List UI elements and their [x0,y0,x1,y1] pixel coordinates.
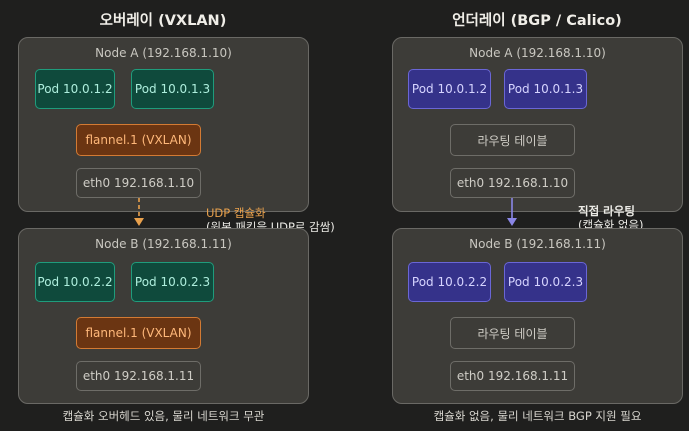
overlay-node-a-label: Node A (192.168.1.10) [95,46,232,60]
overlay-node-b-flannel: flannel.1 (VXLAN) [76,317,201,349]
underlay-direct-route-arrow [507,198,517,226]
underlay-arrow-note-1: 직접 라우팅 [578,204,635,218]
overlay-node-b-eth0: eth0 192.168.1.11 [76,361,201,391]
underlay-node-a-pod-1: Pod 10.0.1.2 [408,69,491,109]
underlay-node-b-routing-table: 라우팅 테이블 [450,317,575,349]
underlay-node-b-pod-2: Pod 10.0.2.3 [504,262,587,302]
underlay-node-b-label: Node B (192.168.1.11) [469,237,606,251]
overlay-udp-arrow [134,198,144,226]
underlay-node-b-pod-1: Pod 10.0.2.2 [408,262,491,302]
overlay-node-a-pod-1: Pod 10.0.1.2 [35,69,115,109]
overlay-arrow-note-1: UDP 캡슐화 [206,206,266,220]
overlay-node-b-label: Node B (192.168.1.11) [95,237,232,251]
overlay-footer: 캡슐화 오버헤드 있음, 물리 네트워크 무관 [62,409,265,423]
overlay-node-a-flannel: flannel.1 (VXLAN) [76,124,201,156]
overlay-title: 오버레이 (VXLAN) [99,13,227,29]
overlay-node-a-eth0: eth0 192.168.1.10 [76,168,201,198]
underlay-node-b-eth0: eth0 192.168.1.11 [450,361,575,391]
underlay-node-a-routing-table: 라우팅 테이블 [450,124,575,156]
underlay-node-a-eth0: eth0 192.168.1.10 [450,168,575,198]
underlay-footer: 캡슐화 없음, 물리 네트워크 BGP 지원 필요 [433,409,642,423]
underlay-title: 언더레이 (BGP / Calico) [452,13,622,29]
overlay-node-a-pod-2: Pod 10.0.1.3 [131,69,214,109]
overlay-node-b-pod-2: Pod 10.0.2.3 [131,262,214,302]
overlay-node-b-pod-1: Pod 10.0.2.2 [35,262,115,302]
underlay-node-a-label: Node A (192.168.1.10) [469,46,606,60]
underlay-node-a-pod-2: Pod 10.0.1.3 [504,69,587,109]
